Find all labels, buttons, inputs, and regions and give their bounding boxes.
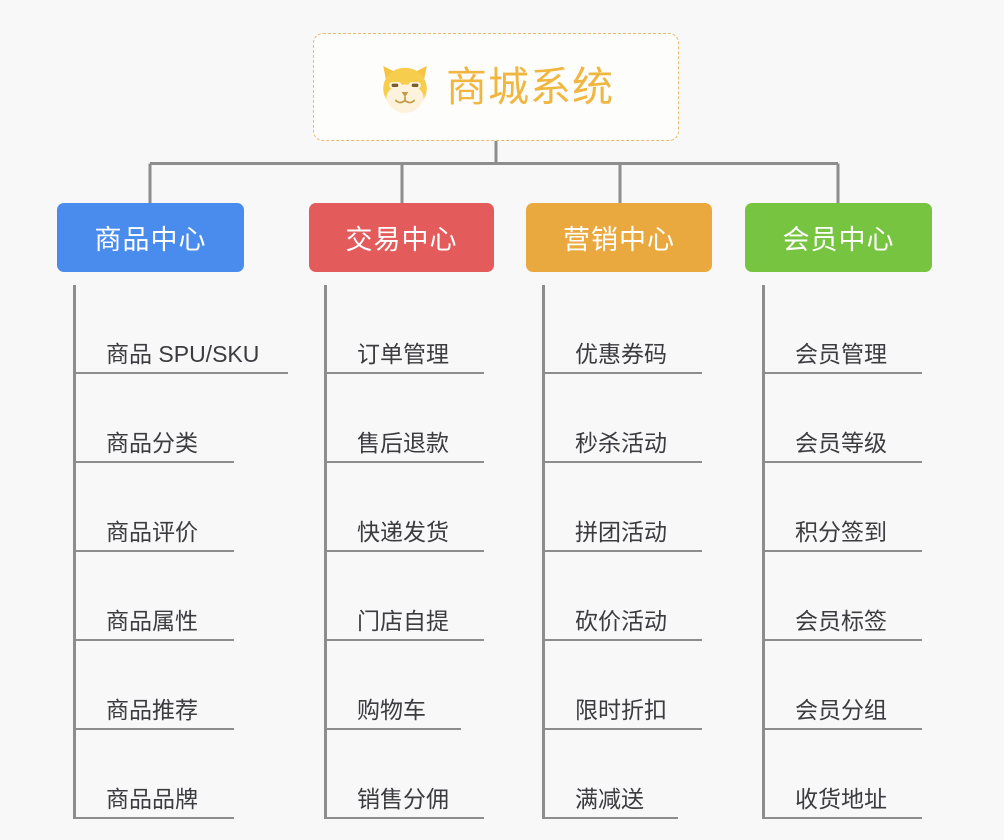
- leaf-item-label: 销售分佣: [357, 785, 449, 812]
- branch-header-marketing[interactable]: 营销中心: [526, 203, 712, 272]
- branch-trunk-line: [542, 285, 545, 819]
- leaf-item-label: 优惠券码: [575, 340, 667, 367]
- leaf-item-label: 售后退款: [357, 429, 449, 456]
- leaf-item[interactable]: 收货地址: [765, 730, 922, 819]
- branch-trunk-line: [324, 285, 327, 819]
- leaf-item-label: 商品品牌: [106, 785, 198, 812]
- branch-leaf-list: 优惠券码 秒杀活动 拼团活动 砍价活动 限时折扣 满减送: [542, 272, 702, 819]
- leaf-item[interactable]: 会员标签: [765, 552, 922, 641]
- leaf-item-label: 会员分组: [795, 696, 887, 723]
- branch-trunk-line: [73, 285, 76, 819]
- branch-column-trade: 交易中心 订单管理 售后退款 快递发货 门店自提 购物车 销售分佣: [309, 203, 494, 819]
- leaf-item-label: 订单管理: [357, 340, 449, 367]
- leaf-item[interactable]: 商品品牌: [76, 730, 234, 819]
- leaf-item[interactable]: 积分签到: [765, 463, 922, 552]
- branch-column-product: 商品中心 商品 SPU/SKU 商品分类 商品评价 商品属性 商品推荐 商品品牌: [57, 203, 288, 819]
- leaf-item-label: 收货地址: [795, 785, 887, 812]
- branch-header-trade[interactable]: 交易中心: [309, 203, 494, 272]
- leaf-item[interactable]: 商品 SPU/SKU: [76, 285, 288, 374]
- leaf-item-label: 拼团活动: [575, 518, 667, 545]
- root-node[interactable]: 商城系统: [313, 33, 679, 141]
- leaf-item-label: 会员等级: [795, 429, 887, 456]
- leaf-item[interactable]: 会员分组: [765, 641, 922, 730]
- leaf-item-label: 商品 SPU/SKU: [106, 340, 260, 367]
- leaf-item[interactable]: 砍价活动: [545, 552, 702, 641]
- leaf-item[interactable]: 满减送: [545, 730, 678, 819]
- branch-column-marketing: 营销中心 优惠券码 秒杀活动 拼团活动 砍价活动 限时折扣 满减送: [526, 203, 712, 819]
- branch-trunk-line: [762, 285, 765, 819]
- leaf-item[interactable]: 商品推荐: [76, 641, 234, 730]
- shiba-dog-face-icon: [383, 66, 427, 113]
- leaf-item[interactable]: 商品分类: [76, 374, 234, 463]
- leaf-item-label: 限时折扣: [575, 696, 667, 723]
- leaf-item-label: 商品推荐: [106, 696, 198, 723]
- leaf-item-label: 积分签到: [795, 518, 887, 545]
- leaf-item[interactable]: 售后退款: [327, 374, 484, 463]
- leaf-item-label: 快递发货: [357, 518, 449, 545]
- leaf-item-label: 砍价活动: [575, 607, 667, 634]
- leaf-item[interactable]: 购物车: [327, 641, 461, 730]
- leaf-item-label: 商品分类: [106, 429, 198, 456]
- leaf-item[interactable]: 门店自提: [327, 552, 484, 641]
- branch-column-member: 会员中心 会员管理 会员等级 积分签到 会员标签 会员分组 收货地址: [745, 203, 932, 819]
- branch-header-label: 营销中心: [563, 225, 675, 255]
- leaf-item-label: 会员标签: [795, 607, 887, 634]
- leaf-item[interactable]: 商品属性: [76, 552, 234, 641]
- leaf-item-label: 门店自提: [357, 607, 449, 634]
- leaf-item[interactable]: 限时折扣: [545, 641, 702, 730]
- leaf-item-label: 商品评价: [106, 518, 198, 545]
- leaf-item-label: 购物车: [357, 696, 426, 723]
- leaf-item[interactable]: 优惠券码: [545, 285, 702, 374]
- leaf-item-label: 会员管理: [795, 340, 887, 367]
- root-title: 商城系统: [446, 63, 614, 110]
- leaf-item[interactable]: 订单管理: [327, 285, 484, 374]
- leaf-item[interactable]: 会员管理: [765, 285, 922, 374]
- branch-leaf-list: 商品 SPU/SKU 商品分类 商品评价 商品属性 商品推荐 商品品牌: [73, 272, 288, 819]
- branch-header-label: 交易中心: [345, 225, 458, 255]
- leaf-item-label: 秒杀活动: [575, 429, 667, 456]
- leaf-item[interactable]: 销售分佣: [327, 730, 484, 819]
- leaf-item-label: 商品属性: [106, 607, 198, 634]
- leaf-item[interactable]: 会员等级: [765, 374, 922, 463]
- branch-header-label: 会员中心: [782, 225, 895, 255]
- branch-header-product[interactable]: 商品中心: [57, 203, 244, 272]
- branch-header-label: 商品中心: [94, 225, 207, 255]
- leaf-item[interactable]: 拼团活动: [545, 463, 702, 552]
- leaf-item[interactable]: 秒杀活动: [545, 374, 702, 463]
- branch-header-member[interactable]: 会员中心: [745, 203, 932, 272]
- leaf-item-label: 满减送: [575, 785, 644, 812]
- branch-leaf-list: 订单管理 售后退款 快递发货 门店自提 购物车 销售分佣: [324, 272, 484, 819]
- leaf-item[interactable]: 快递发货: [327, 463, 484, 552]
- branch-leaf-list: 会员管理 会员等级 积分签到 会员标签 会员分组 收货地址: [762, 272, 922, 819]
- leaf-item[interactable]: 商品评价: [76, 463, 234, 552]
